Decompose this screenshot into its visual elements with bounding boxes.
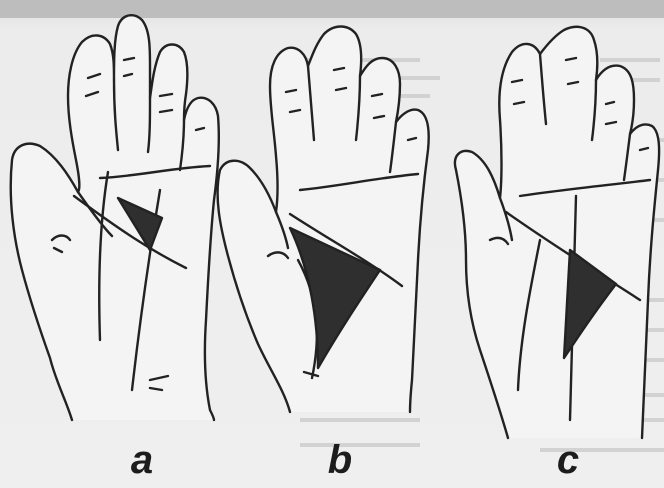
hand-c-outline xyxy=(455,27,659,438)
hand-c xyxy=(455,27,659,438)
hand-b xyxy=(218,27,429,413)
figure-label-a: a xyxy=(122,438,162,482)
figure-label-b: b xyxy=(320,438,360,482)
figure-label-c: c xyxy=(548,438,588,482)
hand-a-outline xyxy=(11,15,219,420)
hand-a xyxy=(11,15,219,420)
